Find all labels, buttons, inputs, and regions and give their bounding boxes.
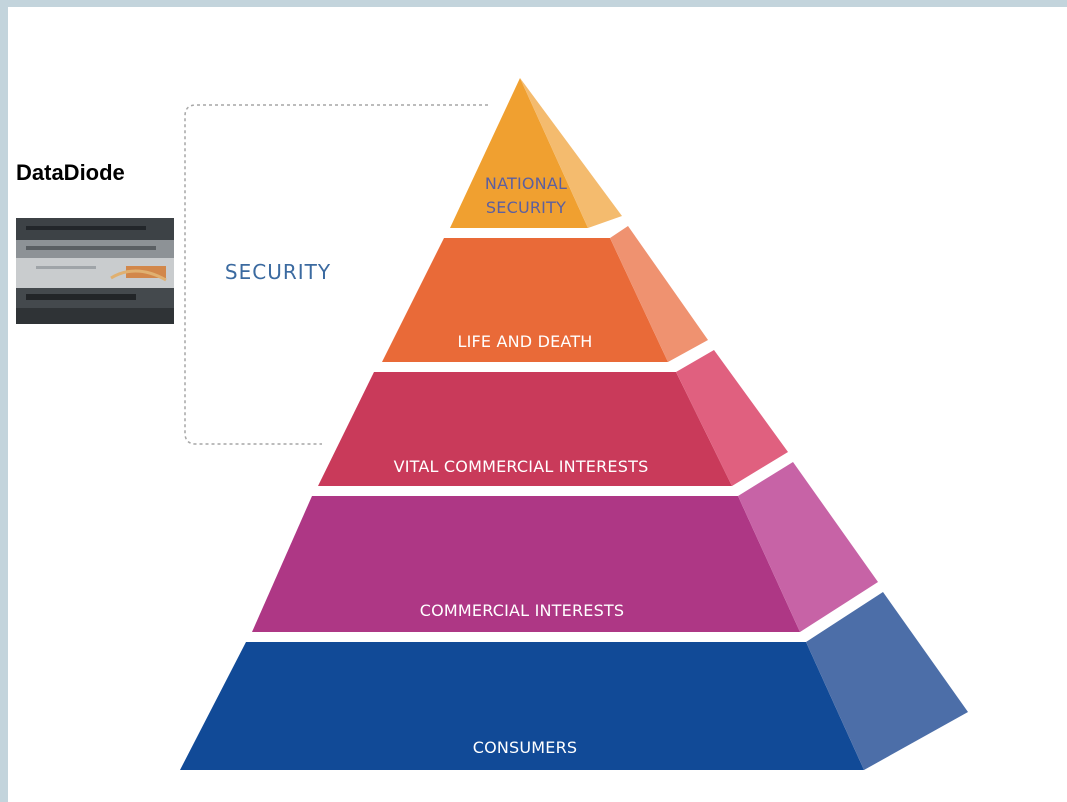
server-rack-photo — [16, 218, 174, 324]
level-national-security-front — [450, 78, 588, 228]
level-consumers-label: CONSUMERS — [473, 738, 578, 757]
level-commercial-interests-label: COMMERCIAL INTERESTS — [420, 601, 625, 620]
security-bracket — [184, 104, 488, 445]
level-vital-commercial-interests-side — [676, 350, 788, 486]
security-label: SECURITY — [225, 260, 331, 284]
level-commercial-interests-front — [252, 496, 800, 632]
level-consumers-front — [180, 642, 864, 770]
level-commercial-interests-side — [738, 462, 878, 632]
level-life-and-death-front — [382, 238, 668, 362]
level-life-and-death-side — [610, 226, 708, 362]
level-consumers-side — [806, 592, 968, 770]
level-national-security-label-2: SECURITY — [486, 198, 566, 217]
level-national-security-label-1: NATIONAL — [485, 174, 567, 193]
level-national-security-side — [520, 78, 622, 228]
level-vital-commercial-interests-front — [318, 372, 732, 486]
level-vital-commercial-interests-label: VITAL COMMERCIAL INTERESTS — [394, 457, 649, 476]
datadiode-title: DataDiode — [16, 160, 125, 185]
level-life-and-death-label: LIFE AND DEATH — [457, 332, 592, 351]
